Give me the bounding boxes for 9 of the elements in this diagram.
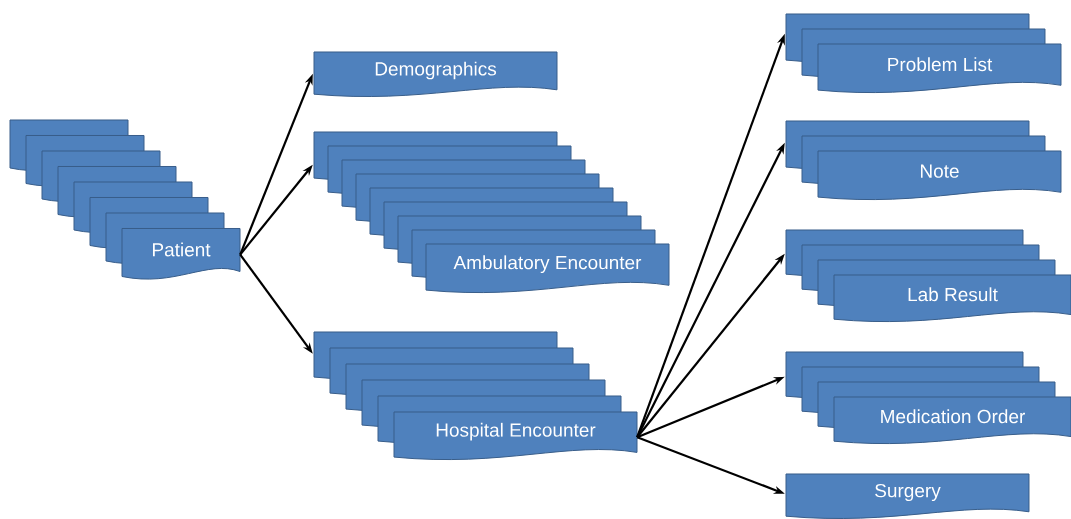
document-card: Hospital Encounter (393, 411, 638, 461)
document-card: Lab Result (833, 274, 1071, 323)
document-card: Note (817, 150, 1062, 201)
document-card: Medication Order (833, 396, 1071, 445)
document-card: Surgery (785, 473, 1030, 519)
document-card: Patient (121, 228, 241, 280)
document-card: Demographics (313, 51, 558, 97)
document-card: Ambulatory Encounter (425, 243, 670, 294)
document-card: Problem List (817, 43, 1062, 94)
